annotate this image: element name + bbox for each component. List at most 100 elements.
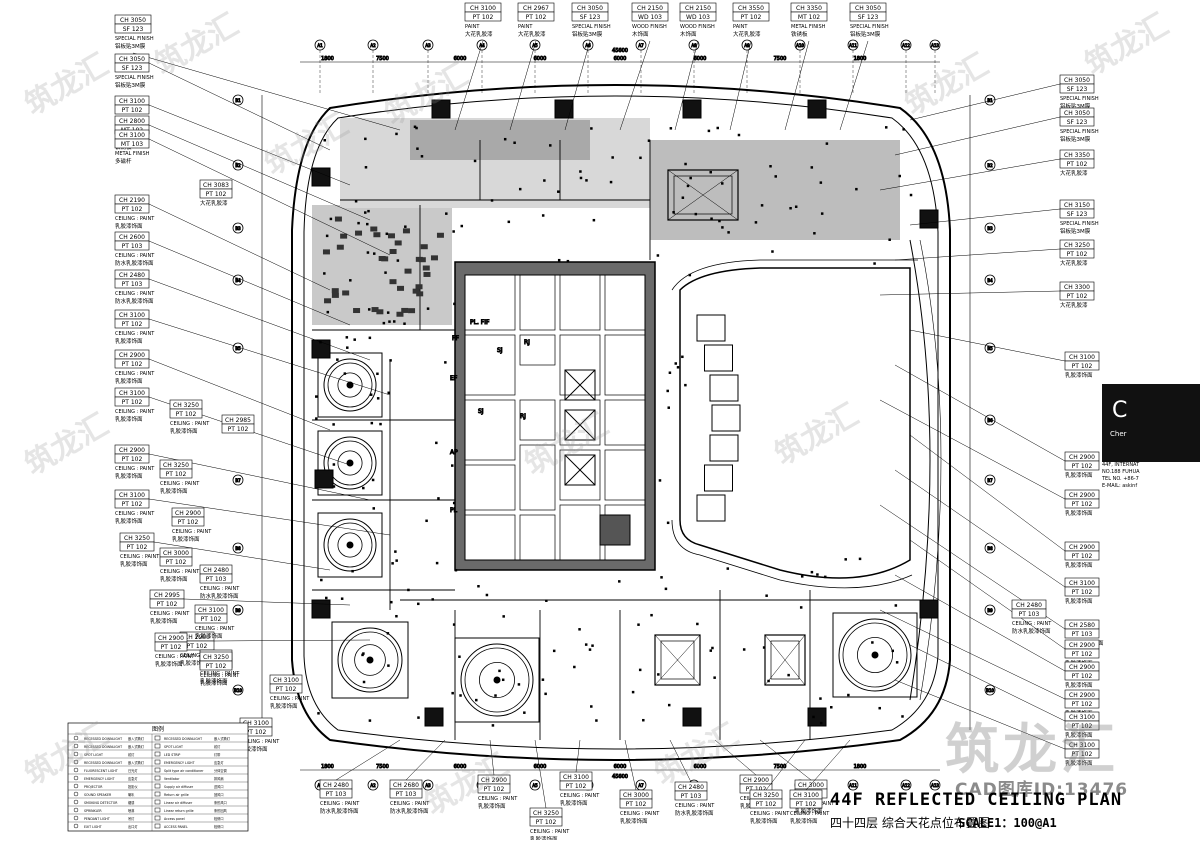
dome-outer-ring bbox=[460, 643, 534, 717]
legend-label: FLUORESCENT LIGHT bbox=[84, 769, 118, 773]
downlight bbox=[737, 133, 741, 137]
tag-finish-code: PT 103 bbox=[326, 791, 347, 798]
axis-label: A13 bbox=[931, 43, 939, 48]
tag-desc-cn: 防水乳胶漆饰面 bbox=[390, 807, 429, 815]
downlight bbox=[721, 182, 724, 185]
elevator-cross bbox=[564, 369, 596, 401]
tag-desc: CEILING : PAINT bbox=[200, 671, 240, 677]
axis-bubble-right bbox=[984, 542, 996, 554]
axis-bubble-right bbox=[984, 274, 996, 286]
downlight bbox=[668, 371, 672, 374]
downlight bbox=[490, 199, 494, 202]
leader-line bbox=[909, 208, 1061, 226]
tag-desc-cn: 乳胶漆饰面 bbox=[530, 835, 558, 840]
downlight bbox=[696, 622, 699, 626]
tag-desc-cn: 乳胶漆饰面 bbox=[620, 817, 648, 825]
ceiling-grille bbox=[373, 232, 381, 238]
elevator-car bbox=[564, 409, 596, 441]
tag-box bbox=[194, 613, 228, 624]
tag-box bbox=[199, 188, 233, 199]
leader-line bbox=[765, 739, 806, 791]
legend-label: ACCESS PANEL bbox=[164, 825, 188, 829]
legend-label: SPRINKLER bbox=[84, 809, 102, 813]
leader-line bbox=[805, 739, 851, 791]
downlight bbox=[387, 664, 390, 667]
tag-desc-cn: 乳胶漆饰面 bbox=[1065, 731, 1093, 739]
company-info-line: E-MAIL: askinf bbox=[1102, 483, 1138, 489]
tag-finish-code: WD 103 bbox=[638, 14, 662, 21]
coffer-inner bbox=[660, 640, 695, 680]
legend-label-cn: 排风扇 bbox=[214, 776, 224, 781]
legend-label-cn: 喇叭 bbox=[128, 792, 135, 797]
tag-desc-cn: 铝板贴3M膜 bbox=[115, 42, 146, 50]
tag-desc-cn: 乳胶漆饰面 bbox=[200, 679, 228, 687]
downlight bbox=[502, 615, 505, 618]
dimension-value: 7500 bbox=[376, 56, 389, 62]
leader-line bbox=[335, 739, 401, 781]
downlight bbox=[557, 190, 560, 193]
legend-label: PROJECTOR bbox=[84, 785, 103, 789]
dimension-value: 6000 bbox=[614, 56, 627, 62]
tag-ceiling-height: CH 2680 bbox=[393, 782, 419, 789]
feature-dome bbox=[454, 637, 540, 723]
fixture-layer bbox=[315, 125, 913, 727]
legend-label-cn: 应急灯 bbox=[128, 776, 138, 781]
downlight bbox=[437, 497, 440, 500]
tag-desc-cn: 铝板贴3M膜 bbox=[115, 81, 146, 89]
tag-desc-cn: 乳胶漆饰面 bbox=[1065, 509, 1093, 517]
tag-ceiling-height: CH 3100 bbox=[119, 492, 145, 499]
tag-ceiling-height: CH 2480 bbox=[119, 272, 145, 279]
downlight bbox=[573, 665, 576, 669]
ceiling-grille bbox=[334, 216, 342, 222]
feature-dome bbox=[832, 612, 918, 698]
downlight bbox=[676, 366, 680, 369]
downlight bbox=[420, 155, 424, 158]
tag-box bbox=[732, 11, 770, 22]
structural-column bbox=[682, 707, 702, 727]
dome-center bbox=[346, 459, 354, 467]
tag-box bbox=[114, 453, 150, 464]
leader-line bbox=[894, 364, 1066, 462]
downlight bbox=[451, 464, 454, 467]
downlight bbox=[669, 127, 673, 130]
tag-box bbox=[1064, 586, 1100, 597]
legend-symbol-icon bbox=[154, 767, 161, 773]
downlight bbox=[647, 139, 651, 142]
tag-box bbox=[1064, 648, 1100, 659]
downlight bbox=[340, 597, 344, 600]
dimension-value: 6000 bbox=[454, 764, 467, 770]
dome-ring bbox=[464, 647, 530, 713]
dimension-overall: 45600 bbox=[612, 774, 628, 780]
ceiling-grille bbox=[378, 255, 386, 261]
leader-line bbox=[909, 329, 1066, 362]
tag-finish-code: PT 102 bbox=[122, 456, 143, 463]
legend-label: SPOT LIGHT bbox=[84, 753, 103, 757]
downlight bbox=[320, 578, 323, 582]
tag-desc: CEILING : PAINT bbox=[790, 811, 830, 817]
ceiling-grille bbox=[355, 230, 363, 236]
downlight bbox=[431, 598, 434, 601]
downlight bbox=[395, 132, 398, 136]
tag-box bbox=[221, 423, 255, 434]
tag-finish-code: PT 102 bbox=[796, 801, 817, 808]
tag-box bbox=[790, 11, 828, 22]
company-name-text: Cher bbox=[1110, 430, 1127, 438]
downlight bbox=[552, 649, 556, 653]
core-room bbox=[604, 334, 646, 396]
tag-ceiling-height: CH 2580 bbox=[1069, 622, 1095, 629]
company-info-line: 44F, INTERNAT bbox=[1102, 462, 1140, 468]
tag-finish-code: PT 102 bbox=[746, 786, 767, 793]
tag-ceiling-height: CH 3100 bbox=[273, 677, 299, 684]
tag-desc-cn: 乳胶漆饰面 bbox=[115, 517, 143, 525]
tag-finish-code: PT 102 bbox=[122, 501, 143, 508]
dome-frame bbox=[317, 430, 383, 496]
legend-symbol-icon bbox=[154, 759, 161, 765]
axis-bubble-left bbox=[232, 159, 244, 171]
ceiling-grille bbox=[420, 244, 428, 250]
downlight bbox=[391, 562, 394, 565]
